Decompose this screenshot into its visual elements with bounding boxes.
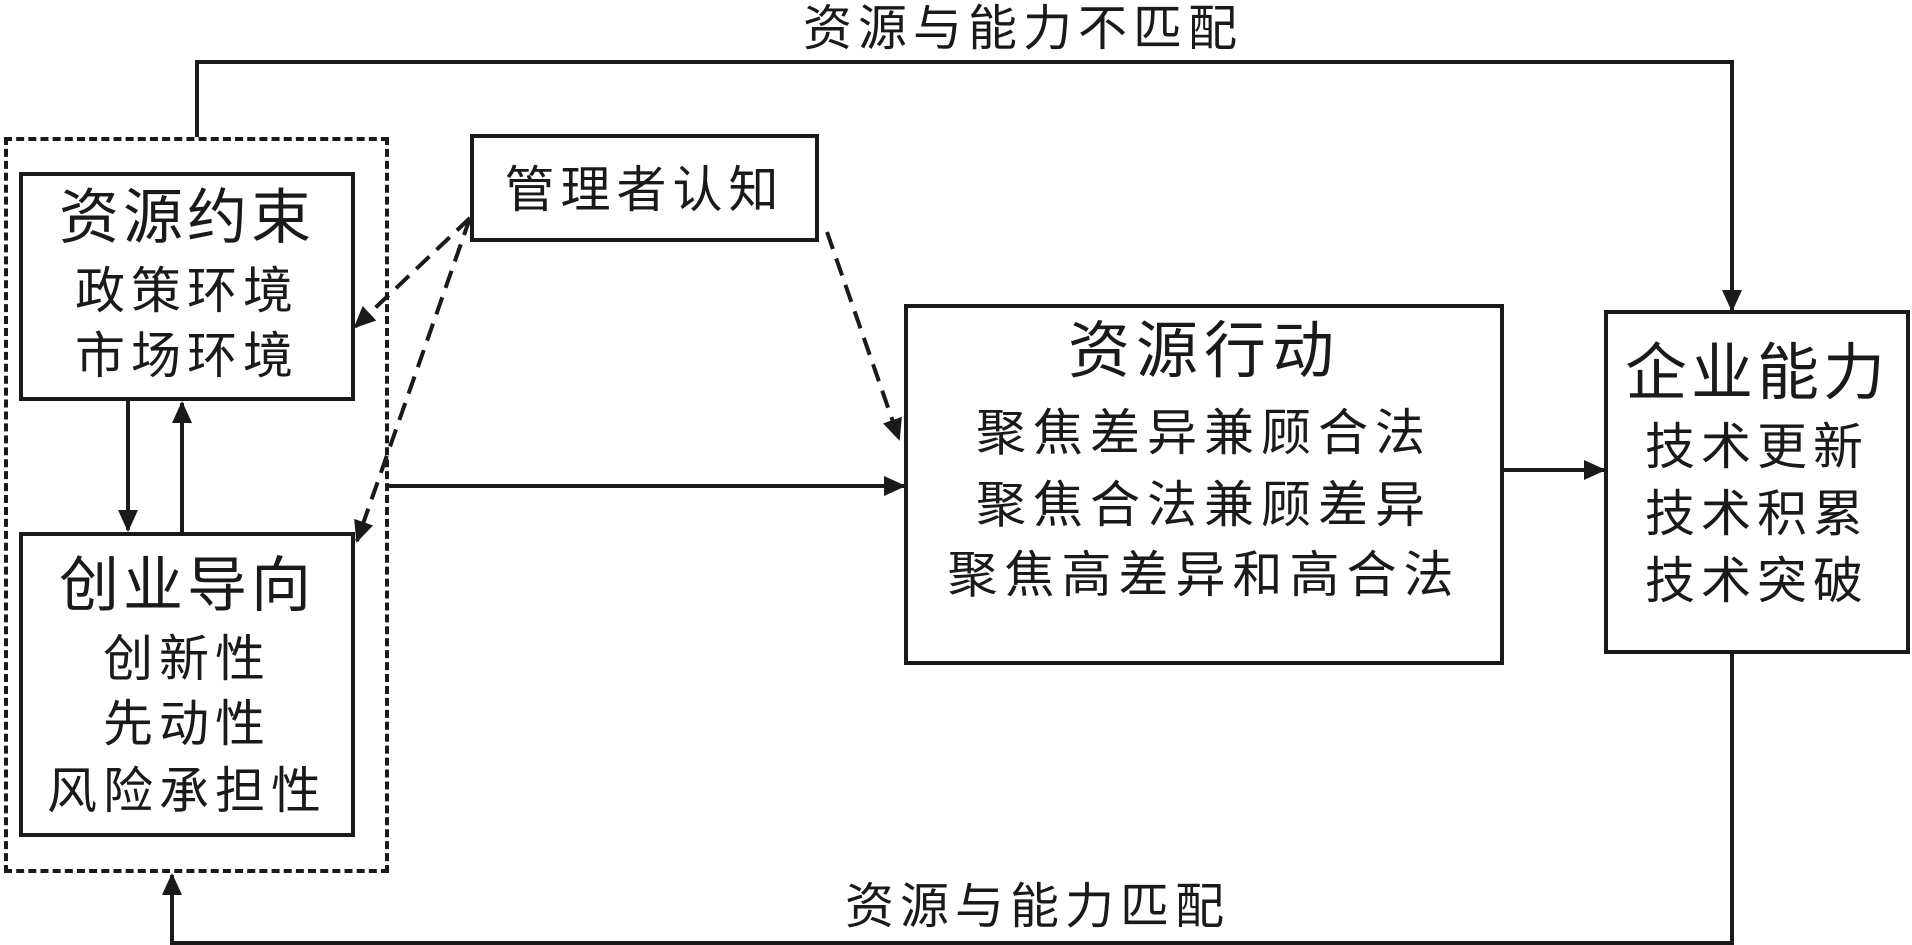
resource-action-item: 聚焦合法兼顾差异 [976, 476, 1432, 534]
resource-constraint-item: 市场环境 [75, 327, 299, 385]
match-feedback-arrow [162, 654, 1734, 945]
firm-capability-item: 技术更新 [1645, 418, 1869, 476]
resource-constraint-title: 资源约束 [59, 183, 315, 253]
entrepreneurial-orientation-item: 风险承担性 [47, 762, 327, 820]
entrepreneurial-orientation-title: 创业导向 [59, 551, 315, 621]
resource-action-title: 资源行动 [1067, 314, 1340, 387]
antecedents-group [4, 137, 389, 873]
entrepreneurial-orientation-item: 创新性 [103, 630, 271, 688]
firm-capability-item: 技术突破 [1645, 552, 1869, 610]
firm-capability-box: 企业能力 技术更新 技术积累 技术突破 [1604, 310, 1910, 654]
cognition-to-orientation-arrow [354, 217, 472, 543]
match-label: 资源与能力匹配 [845, 878, 1231, 935]
resource-action-item: 聚焦差异兼顾合法 [976, 404, 1432, 462]
firm-capability-item: 技术积累 [1645, 485, 1869, 543]
resource-constraint-item: 政策环境 [75, 262, 299, 320]
resource-action-item: 聚焦高差异和高合法 [947, 546, 1461, 604]
firm-capability-title: 企业能力 [1624, 336, 1889, 409]
resource-action-box: 资源行动 聚焦差异兼顾合法 聚焦合法兼顾差异 聚焦高差异和高合法 [904, 304, 1504, 665]
managerial-cognition-box: 管理者认知 [470, 134, 819, 242]
resource-constraint-box: 资源约束 政策环境 市场环境 [19, 172, 355, 401]
entrepreneurial-orientation-box: 创业导向 创新性 先动性 风险承担性 [19, 532, 355, 837]
mismatch-feedback-arrow [195, 60, 1742, 312]
cognition-to-action-arrow [825, 231, 902, 441]
mismatch-label: 资源与能力不匹配 [803, 0, 1244, 57]
managerial-cognition-title: 管理者认知 [504, 161, 785, 219]
entrepreneurial-orientation-item: 先动性 [103, 695, 271, 753]
